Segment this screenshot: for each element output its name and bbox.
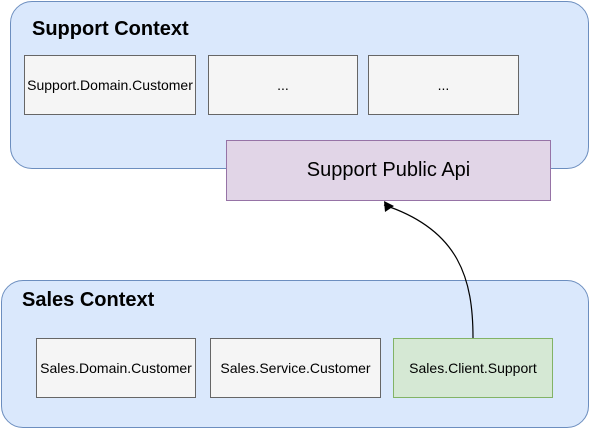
- support-domain-customer-box: Support.Domain.Customer: [24, 55, 196, 115]
- sales-client-support-box: Sales.Client.Support: [393, 338, 553, 398]
- sales-domain-customer-box: Sales.Domain.Customer: [36, 338, 196, 398]
- sales-service-customer-box: Sales.Service.Customer: [210, 338, 381, 398]
- support-placeholder-box-2: ...: [368, 55, 519, 115]
- support-placeholder-box-1: ...: [208, 55, 358, 115]
- support-context-title: Support Context: [32, 18, 189, 40]
- support-public-api-box: Support Public Api: [226, 140, 551, 201]
- arrowhead-icon: [384, 201, 394, 212]
- sales-context-title: Sales Context: [22, 289, 155, 311]
